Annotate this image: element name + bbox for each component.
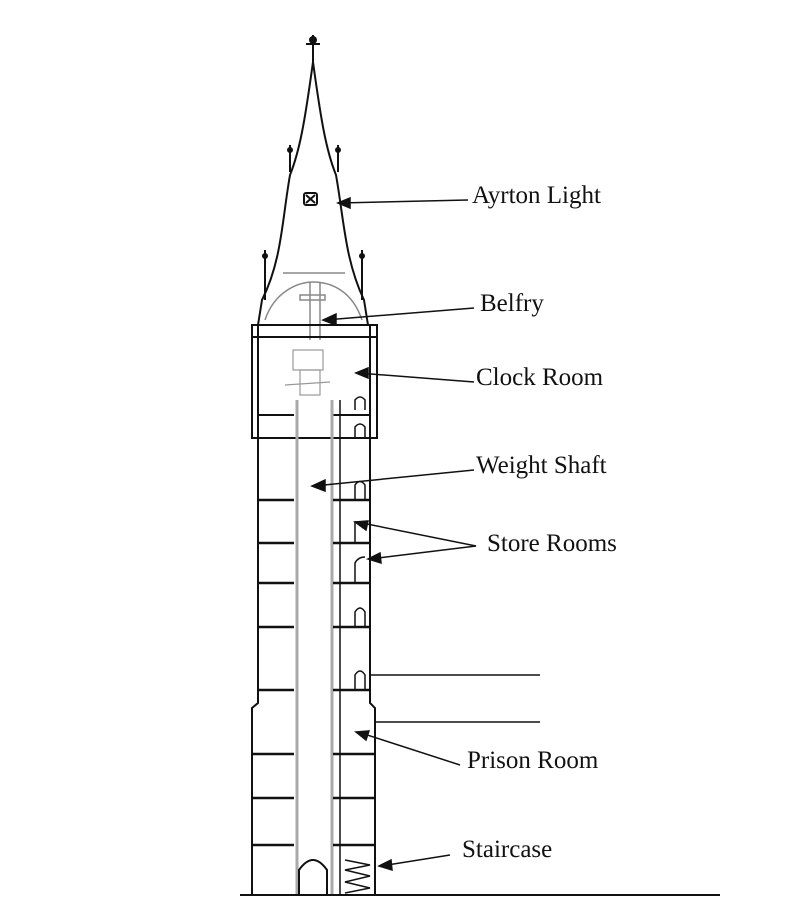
pinnacles: [262, 145, 365, 300]
label-clock-room: Clock Room: [476, 364, 604, 391]
label-prison-room: Prison Room: [467, 747, 599, 774]
floors: [252, 498, 375, 847]
ayrton-light-symbol: [303, 192, 318, 206]
shaft-arch: [298, 859, 328, 895]
label-belfry: Belfry: [480, 290, 544, 317]
label-weight-shaft: Weight Shaft: [476, 452, 607, 479]
weight-shaft: [295, 400, 334, 895]
finial: [306, 35, 320, 62]
label-staircase: Staircase: [462, 836, 553, 863]
belfry: [264, 272, 363, 340]
clock-room: [251, 324, 378, 439]
tower-walls: [251, 438, 376, 895]
store-room-doors: [354, 480, 366, 690]
staircase-symbol: [344, 859, 371, 894]
leader-arrows: [310, 196, 477, 872]
label-store-rooms: Store Rooms: [487, 530, 617, 557]
spire: [257, 61, 369, 326]
label-ayrton-light: Ayrton Light: [472, 182, 601, 209]
